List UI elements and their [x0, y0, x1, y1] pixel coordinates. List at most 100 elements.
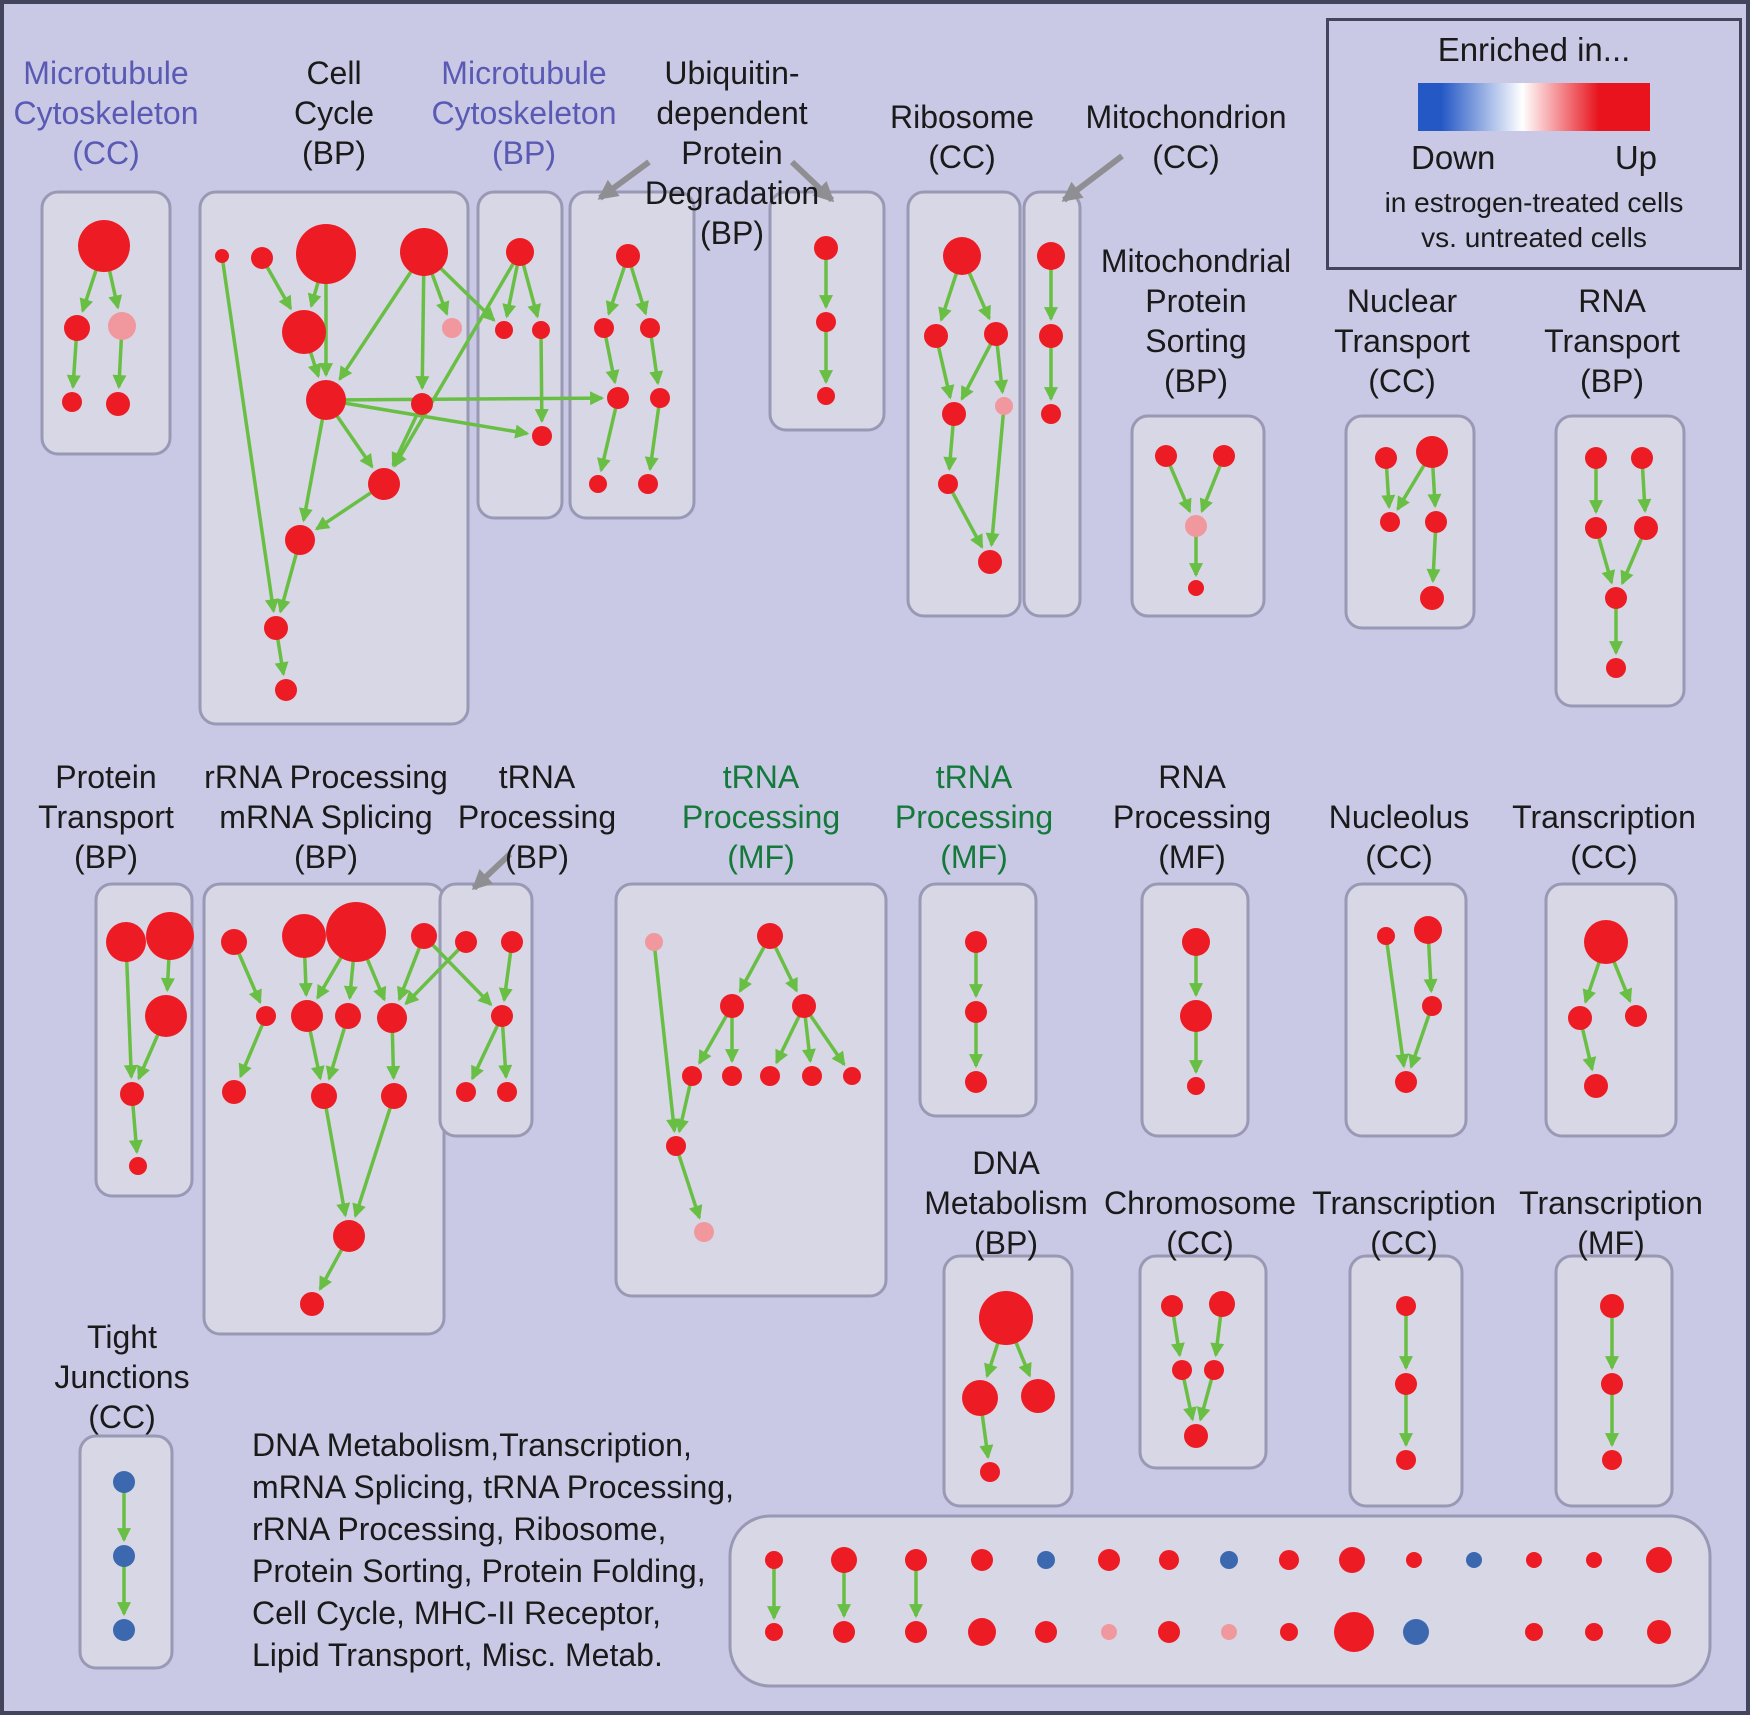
node: [1375, 447, 1397, 469]
node: [1377, 927, 1395, 945]
cluster-box-mixed-functions: [728, 1514, 1712, 1688]
node: [833, 1621, 855, 1643]
node: [532, 426, 552, 446]
node: [311, 1083, 337, 1109]
node: [1416, 436, 1448, 468]
node: [1605, 587, 1627, 609]
legend-up-label: Up: [1614, 139, 1657, 176]
edge: [338, 251, 426, 381]
node: [965, 1071, 987, 1093]
node: [377, 1003, 407, 1033]
node: [802, 1066, 822, 1086]
cluster-box-trna-processing-mf-small: [918, 882, 1038, 1118]
node: [275, 679, 297, 701]
node: [1380, 512, 1400, 532]
node: [1395, 1373, 1417, 1395]
edge: [220, 255, 279, 614]
node: [1098, 1549, 1120, 1571]
node: [1221, 1624, 1237, 1640]
node: [968, 1618, 996, 1646]
node: [1606, 658, 1626, 678]
node: [984, 322, 1008, 346]
cluster-box-nuclear-transport-cc: [1344, 414, 1476, 630]
node: [497, 1082, 517, 1102]
node: [1220, 1551, 1238, 1569]
node: [442, 318, 462, 338]
node: [962, 1380, 998, 1416]
node: [1466, 1552, 1482, 1568]
node: [694, 1222, 714, 1242]
node: [1525, 1623, 1543, 1641]
label-mixed-functions-text: DNA Metabolism,Transcription,mRNA Splici…: [252, 1427, 734, 1673]
node: [905, 1549, 927, 1571]
node: [411, 393, 433, 415]
node: [1602, 1450, 1622, 1470]
node: [757, 923, 783, 949]
edge: [946, 483, 984, 549]
node: [1584, 920, 1628, 964]
node: [971, 1549, 993, 1571]
node: [965, 1001, 987, 1023]
node: [1037, 1551, 1055, 1569]
legend-subtitle: in estrogen-treated cells vs. untreated …: [1329, 185, 1739, 255]
node: [1395, 1071, 1417, 1093]
node: [1184, 1424, 1208, 1448]
node: [1161, 1295, 1183, 1317]
node: [792, 994, 816, 1018]
node: [1101, 1624, 1117, 1640]
node: [1601, 1373, 1623, 1395]
cluster-box-trna-processing-mf-large: [614, 882, 888, 1298]
node: [1279, 1550, 1299, 1570]
node: [215, 249, 229, 263]
node: [146, 912, 194, 960]
node: [1041, 404, 1061, 424]
node: [1172, 1360, 1192, 1380]
edge: [393, 251, 522, 468]
node: [720, 994, 744, 1018]
nodes: [62, 220, 1672, 1652]
cluster-box-mitochondrion-cc: [1022, 190, 1082, 618]
edge: [238, 1015, 268, 1079]
node: [326, 902, 386, 962]
edge: [674, 1145, 703, 1220]
node: [1037, 242, 1065, 270]
node: [106, 392, 130, 416]
node: [1585, 447, 1607, 469]
edge: [470, 1015, 504, 1081]
label-pointer-arrow: [471, 851, 513, 891]
node: [607, 387, 629, 409]
node: [1180, 1000, 1212, 1032]
node: [1209, 1291, 1235, 1317]
node: [938, 474, 958, 494]
edge: [1384, 935, 1410, 1069]
cluster-box-dna-metabolism-bp: [942, 1254, 1074, 1508]
edge: [644, 397, 662, 472]
edge: [325, 398, 530, 439]
edge: [325, 391, 605, 406]
node: [817, 387, 835, 405]
node: [222, 1080, 246, 1104]
node: [1182, 928, 1210, 956]
node: [264, 616, 288, 640]
node: [1584, 1074, 1608, 1098]
legend-axis-labels: Down Up: [1329, 139, 1739, 177]
edge: [534, 329, 549, 424]
node: [682, 1066, 702, 1086]
node: [594, 318, 614, 338]
legend: Enriched in... Down Up in estrogen-treat…: [1326, 18, 1742, 270]
node: [1420, 586, 1444, 610]
node: [495, 321, 513, 339]
edge: [1408, 1005, 1434, 1069]
node: [1188, 580, 1204, 596]
node: [616, 244, 640, 268]
node: [129, 1157, 147, 1175]
node: [491, 1005, 513, 1027]
node: [506, 238, 534, 266]
